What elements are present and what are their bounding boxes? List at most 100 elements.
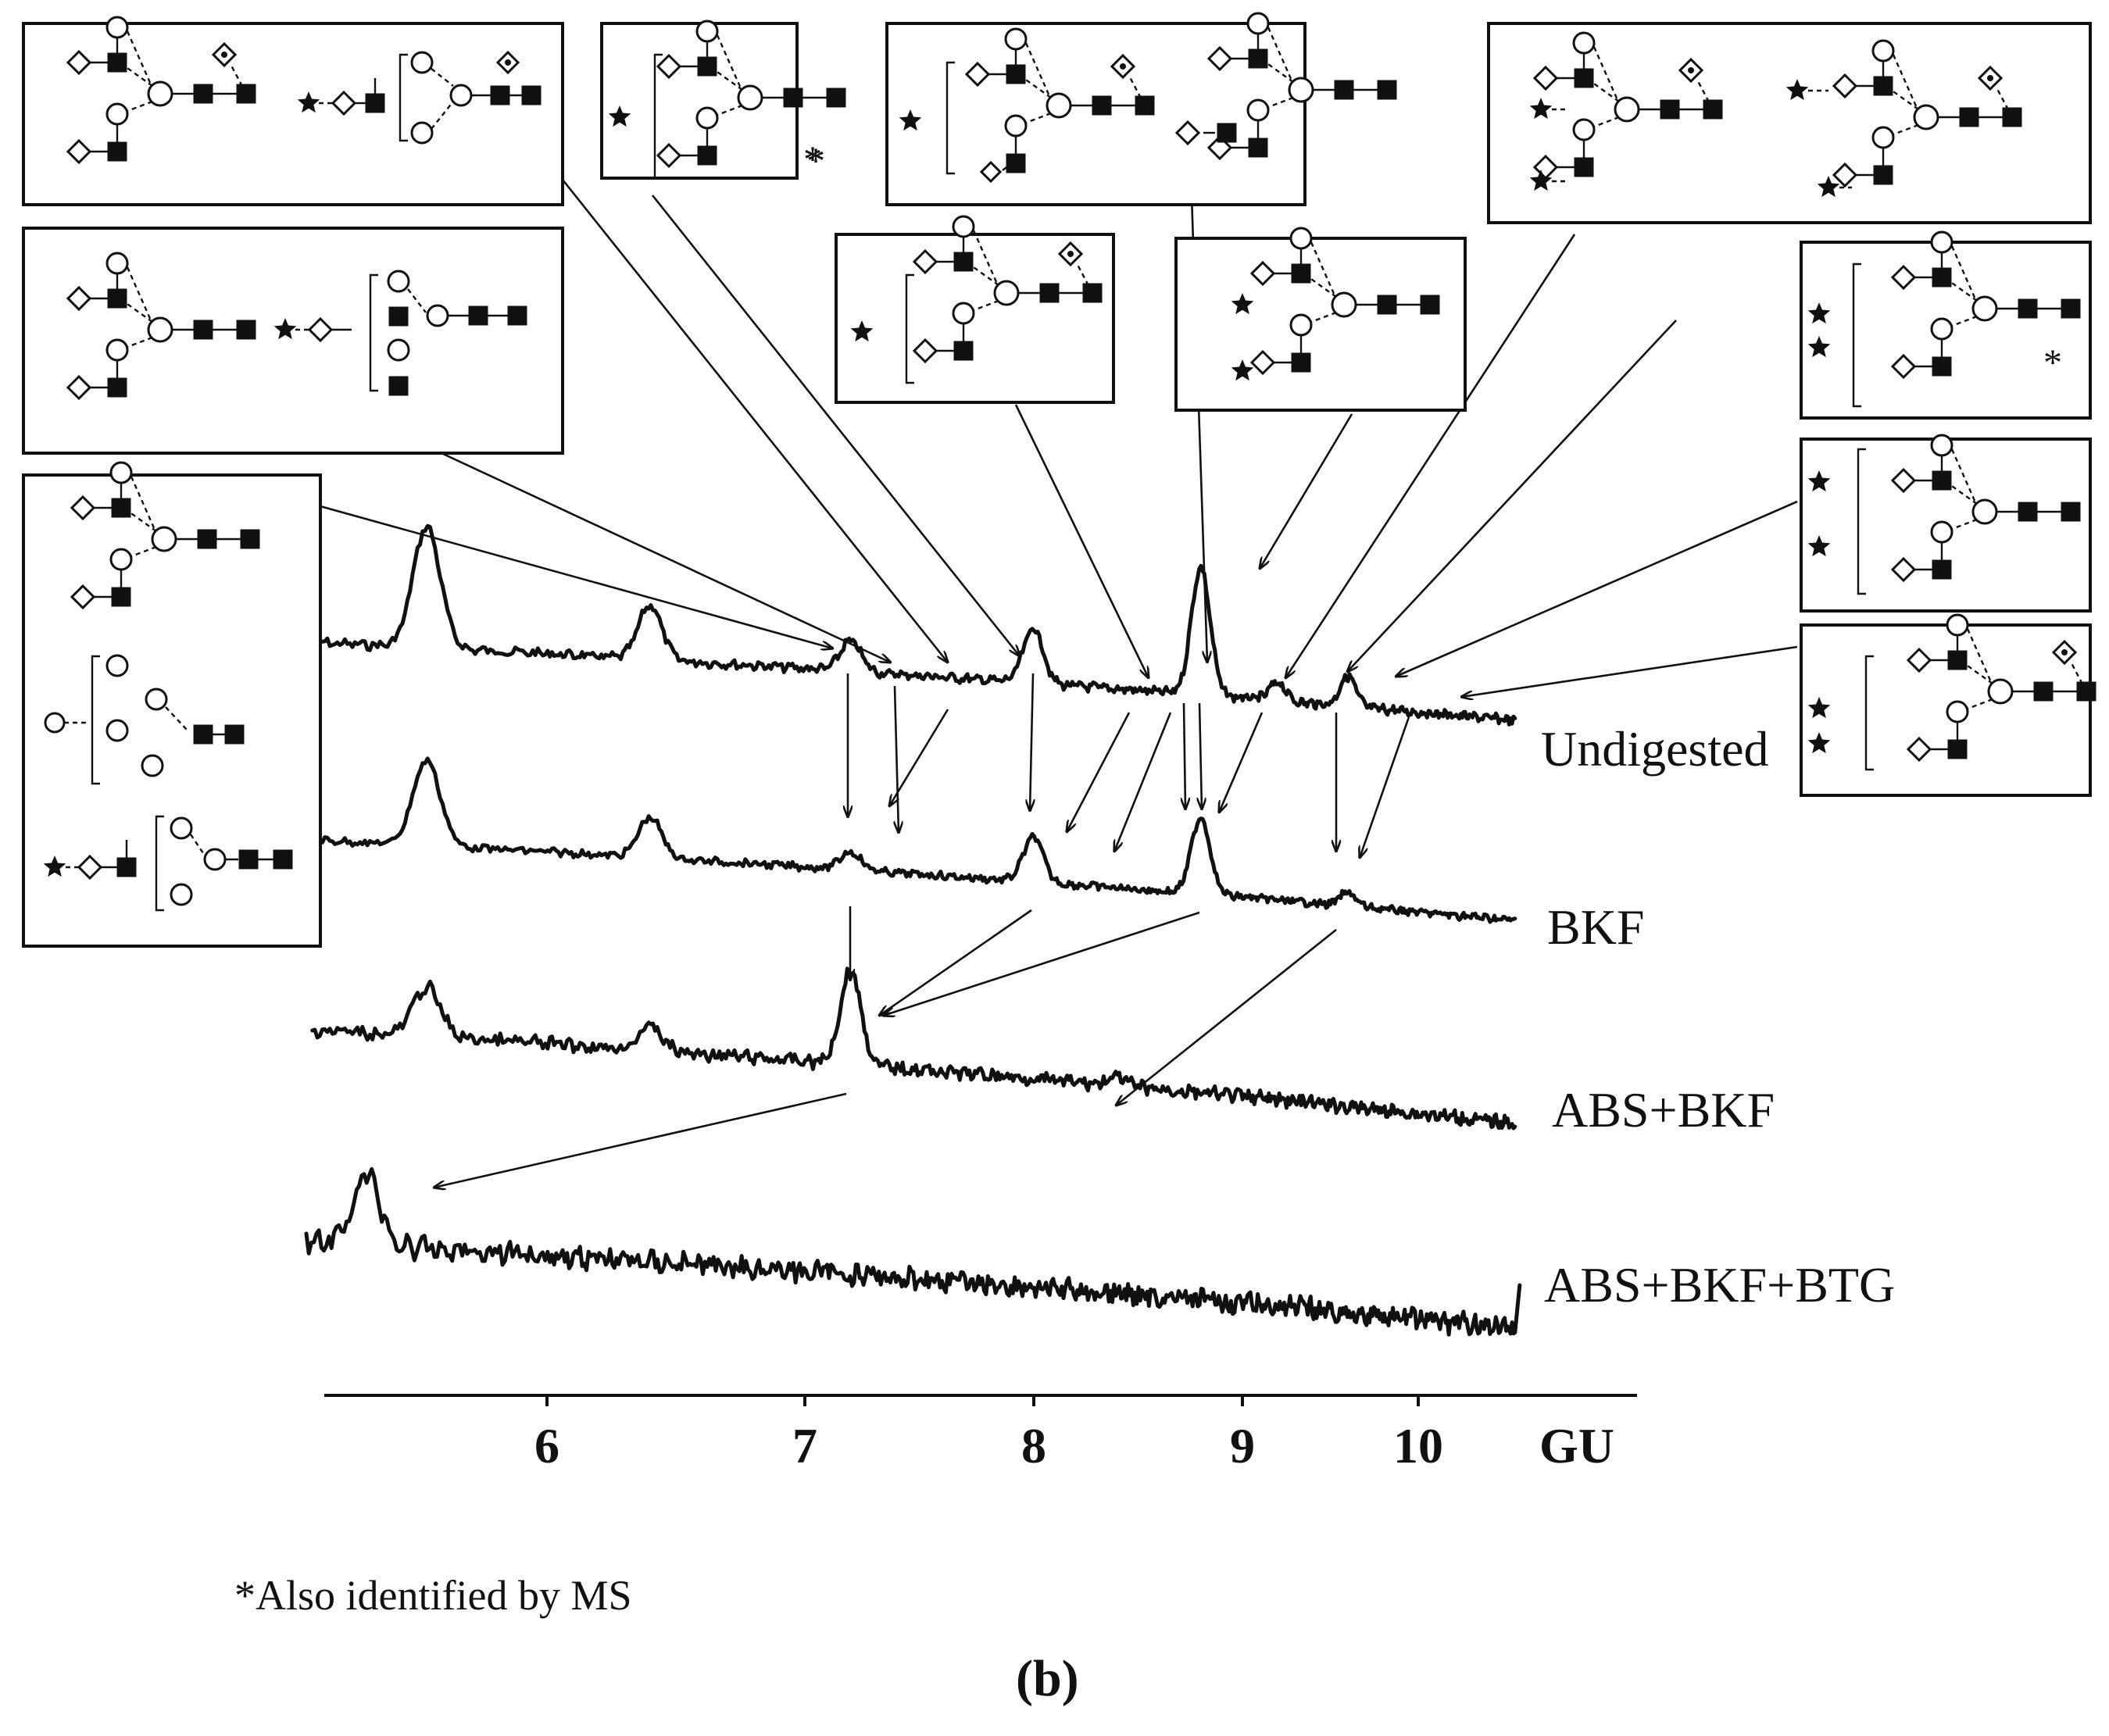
annotation-arrow bbox=[561, 179, 948, 663]
galactose-diamond bbox=[77, 854, 103, 881]
glcnac-square bbox=[1420, 295, 1440, 315]
mannose-circle bbox=[1871, 39, 1895, 63]
glycan-bracket bbox=[1852, 263, 1861, 408]
glcnac-square bbox=[1932, 356, 1952, 377]
glycan-bracket bbox=[155, 815, 164, 912]
trace-line-3 bbox=[304, 1166, 1522, 1337]
galactose-diamond bbox=[66, 285, 92, 312]
mannose-circle bbox=[387, 338, 410, 362]
sialic-acid-star bbox=[43, 855, 66, 877]
annotation-arrow bbox=[434, 1092, 847, 1188]
mannose-circle bbox=[203, 848, 227, 871]
x-tick-label: 6 bbox=[534, 1418, 559, 1473]
glycan-bond bbox=[1075, 263, 1094, 294]
glcnac-square bbox=[236, 320, 256, 340]
glycan-bond bbox=[716, 34, 742, 89]
mannose-circle bbox=[1930, 230, 1954, 254]
glycan-bond bbox=[124, 302, 153, 323]
galactose-diamond bbox=[1832, 73, 1858, 99]
glycan-bracket bbox=[1857, 448, 1866, 595]
glycan-bond bbox=[1591, 81, 1620, 102]
galactose-diamond bbox=[656, 142, 682, 169]
glcnac-square bbox=[1291, 263, 1311, 284]
glycan-box bbox=[22, 22, 564, 206]
glcnac-square bbox=[1959, 107, 1979, 127]
glycan-bond bbox=[1964, 663, 1993, 684]
glycan-bond bbox=[1002, 159, 1017, 171]
galactose-diamond bbox=[66, 138, 92, 165]
glcnac-square bbox=[1574, 68, 1594, 88]
fucose-dot bbox=[1067, 251, 1074, 257]
sialic-acid-star bbox=[1807, 535, 1831, 557]
annotation-arrow bbox=[1014, 404, 1149, 678]
glcnac-square bbox=[1006, 153, 1026, 173]
galactose-diamond bbox=[307, 316, 334, 343]
glycan-bond bbox=[970, 265, 999, 286]
trace-line-2 bbox=[310, 966, 1517, 1131]
footnote: *Also identified by MS bbox=[234, 1572, 632, 1619]
galactose-diamond bbox=[1906, 647, 1932, 673]
galactose-diamond bbox=[1249, 349, 1276, 376]
mannose-circle bbox=[952, 302, 975, 325]
glycan-box bbox=[1800, 623, 2092, 797]
glcnac-square bbox=[365, 93, 385, 113]
galactose-diamond bbox=[66, 374, 92, 401]
glycan-bond bbox=[124, 66, 153, 87]
ms-asterisk: * bbox=[806, 141, 825, 182]
trace-line-0 bbox=[310, 523, 1517, 727]
annotation-arrow bbox=[1219, 712, 1264, 813]
glcnac-square bbox=[107, 288, 127, 309]
glycan-bond bbox=[1310, 241, 1336, 296]
glcnac-square bbox=[953, 341, 974, 361]
galactose-diamond bbox=[70, 495, 96, 521]
galactose-diamond bbox=[912, 338, 938, 364]
annotation-arrow bbox=[1199, 702, 1202, 809]
x-tick-label: 8 bbox=[1021, 1418, 1046, 1473]
glycan-bond bbox=[190, 834, 206, 856]
mannose-circle bbox=[1246, 98, 1270, 122]
fucose-dot bbox=[1120, 63, 1126, 70]
glcnac-square bbox=[468, 305, 488, 326]
annotation-arrow bbox=[1030, 673, 1033, 811]
glcnac-square bbox=[1703, 99, 1723, 120]
x-tick-label: 9 bbox=[1230, 1418, 1255, 1473]
glycan-bond bbox=[1592, 46, 1619, 101]
annotation-arrow bbox=[1116, 928, 1337, 1106]
galactose-diamond bbox=[964, 61, 991, 88]
glycan-bond bbox=[127, 100, 153, 113]
sialic-acid-star bbox=[273, 318, 297, 340]
trace-label-undigested: Undigested bbox=[1541, 721, 1769, 777]
glcnac-square bbox=[388, 306, 409, 327]
mannose-circle bbox=[105, 102, 129, 126]
sialic-acid-star bbox=[1231, 293, 1254, 315]
annotation-arrow bbox=[320, 505, 833, 648]
glycan-bond bbox=[1128, 75, 1146, 106]
fucose-dot bbox=[1688, 67, 1694, 73]
fucose-dot bbox=[221, 52, 227, 58]
annotation-arrow bbox=[1260, 413, 1353, 569]
glycan-bond bbox=[1892, 54, 1918, 109]
annotation-arrow bbox=[1360, 712, 1412, 858]
mannose-circle bbox=[410, 51, 434, 74]
glycan-bond bbox=[1310, 311, 1337, 323]
glcnac-square bbox=[107, 52, 127, 73]
mannose-circle bbox=[109, 548, 133, 571]
glcnac-square bbox=[197, 529, 217, 549]
glcnac-square bbox=[1932, 470, 1952, 491]
glcnac-square bbox=[1248, 138, 1268, 158]
glycan-box bbox=[22, 473, 322, 948]
glycan-bond bbox=[973, 299, 999, 312]
annotation-arrow bbox=[1396, 500, 1798, 677]
galactose-diamond bbox=[912, 248, 938, 275]
glcnac-square bbox=[107, 377, 127, 398]
annotation-arrow bbox=[1285, 234, 1576, 678]
glycan-bracket bbox=[399, 53, 408, 142]
glycan-bond bbox=[1967, 698, 1993, 710]
glycan-box bbox=[22, 227, 564, 455]
glycan-bond bbox=[1696, 79, 1714, 110]
glcnac-square bbox=[111, 587, 131, 607]
mannose-circle bbox=[1572, 118, 1596, 141]
mannose-circle bbox=[449, 84, 473, 107]
glycan-bond bbox=[431, 101, 454, 130]
